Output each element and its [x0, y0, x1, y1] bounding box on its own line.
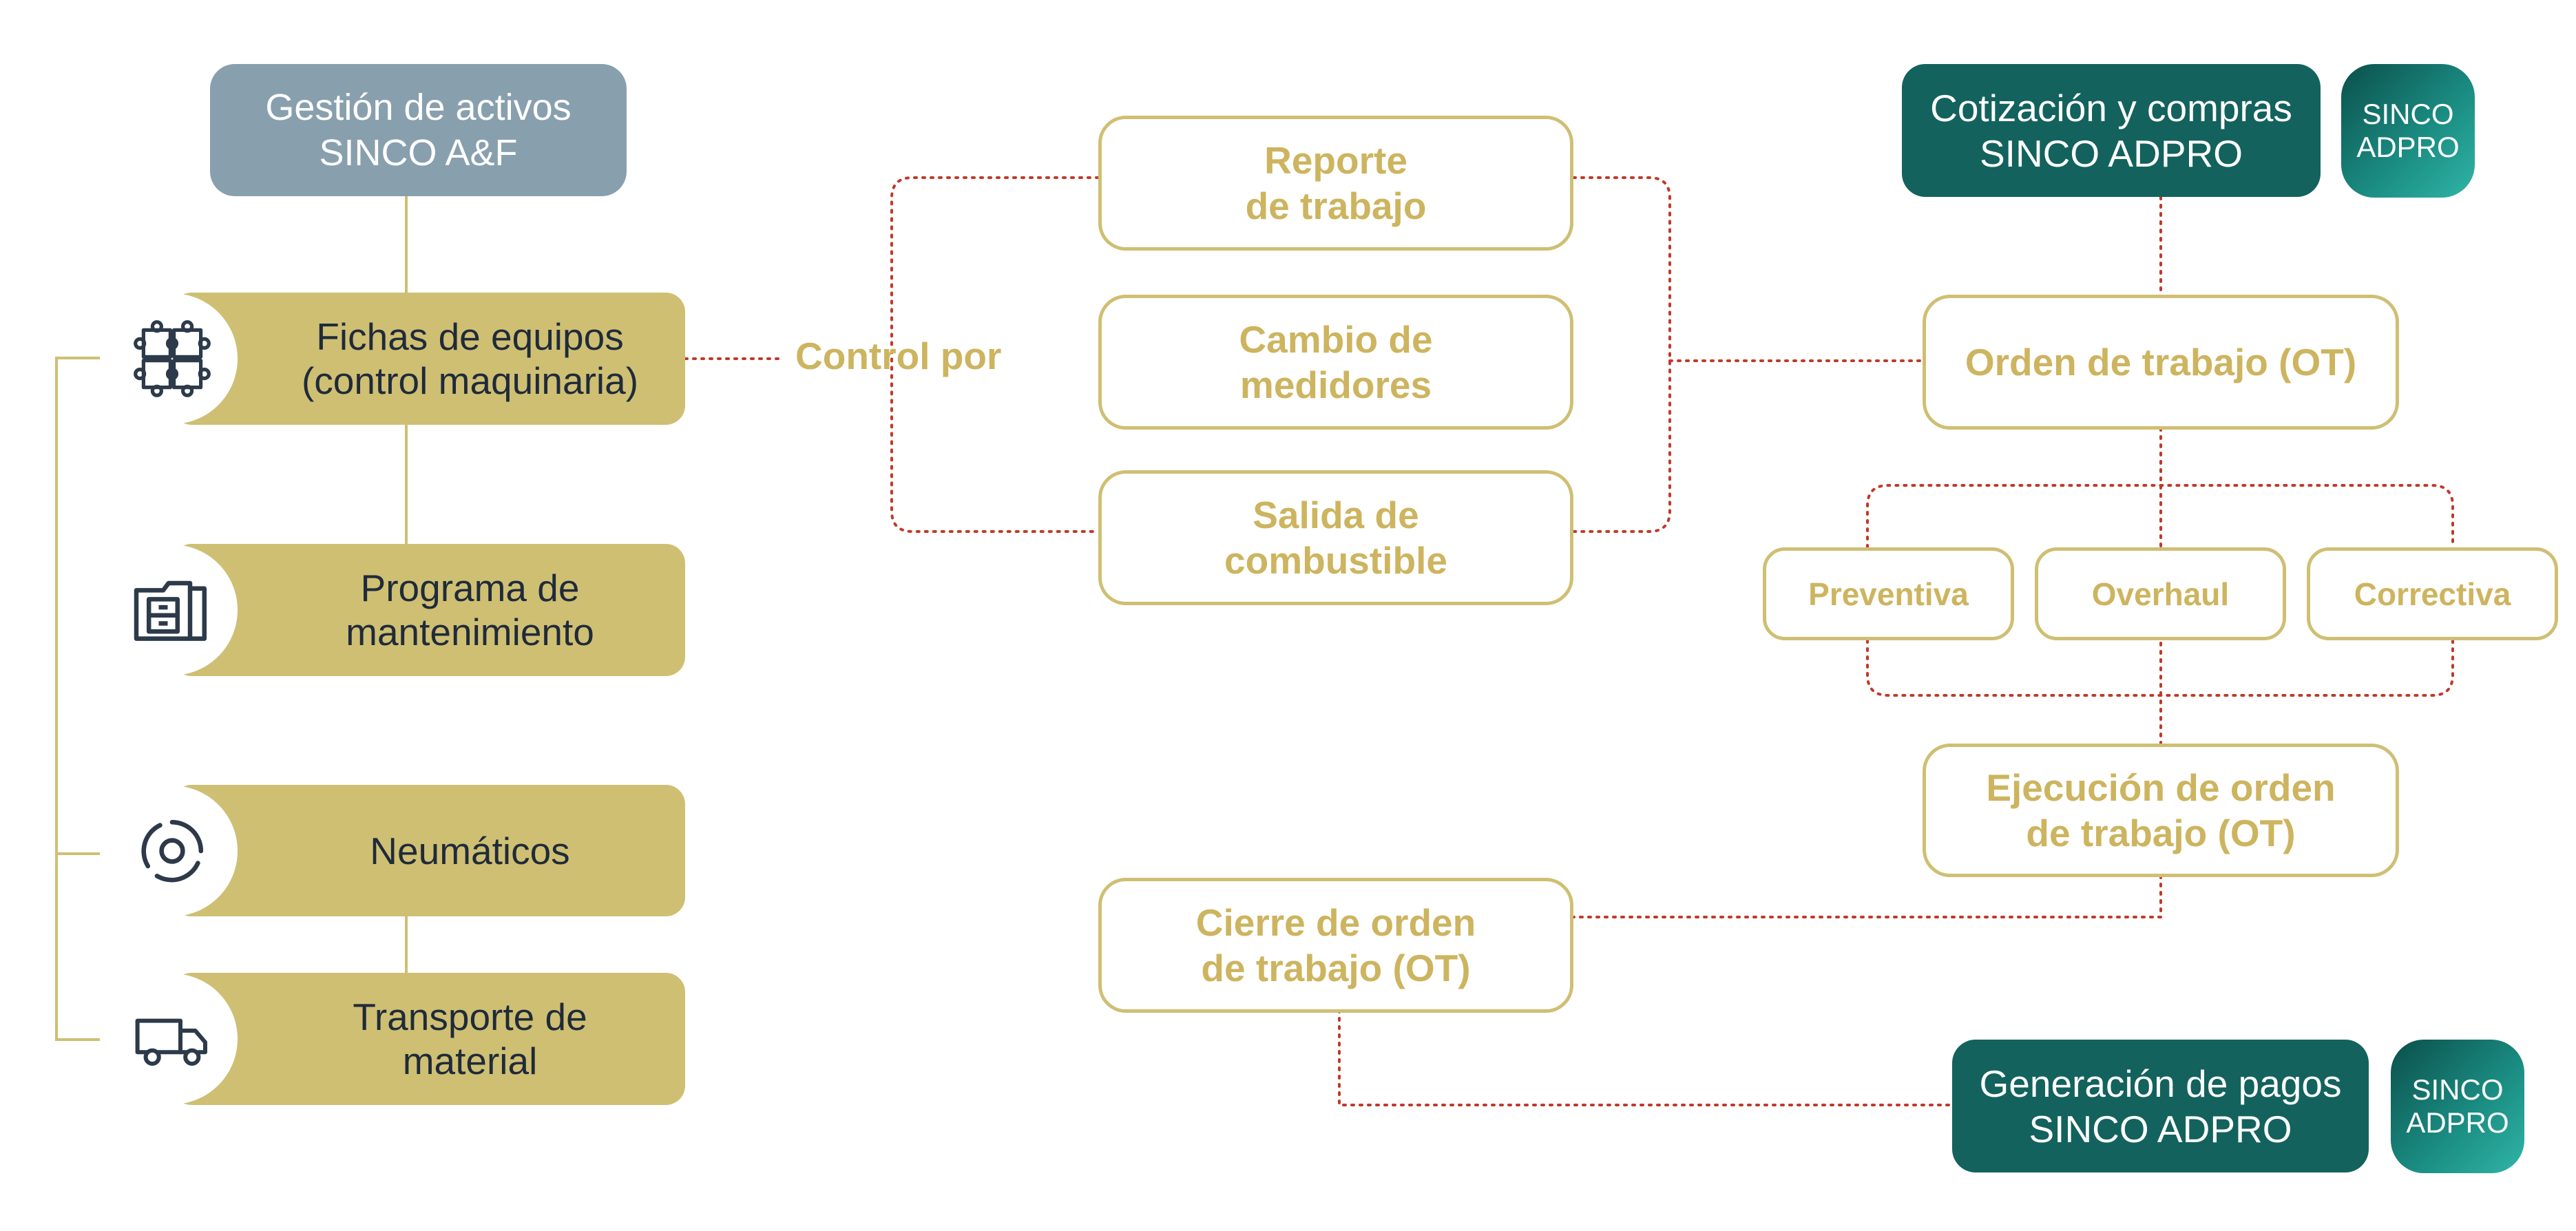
- folder-cabinet-icon: [134, 580, 207, 641]
- tire-icon: [141, 819, 204, 883]
- dotted-connectors: [684, 176, 2454, 1106]
- bracket-left-controls: [890, 176, 1100, 533]
- logo-line1: SINCO: [2362, 98, 2454, 130]
- payments-generation-box: Generación de pagos SINCO ADPRO: [1952, 1040, 2369, 1172]
- truck-icon: [135, 1018, 207, 1066]
- logo-line1: SINCO: [2411, 1073, 2504, 1106]
- quotation-purchases-box: Cotización y compras SINCO ADPRO: [1902, 64, 2321, 197]
- work-order-closure-box: Cierre de orden de trabajo (OT): [1098, 878, 1573, 1013]
- sinco-adpro-logo-bottom: SINCO ADPRO: [2391, 1040, 2524, 1173]
- work-order-box: Orden de trabajo (OT): [1923, 295, 2399, 430]
- corrective-box: Correctiva: [2307, 547, 2558, 640]
- equipment-sheets-pill: Fichas de equipos (control maquinaria): [172, 293, 685, 425]
- solid-connectors: [55, 196, 408, 1041]
- equipment-sheets-icon-wrap: [107, 293, 238, 424]
- types-top-bracket: [1866, 484, 2454, 549]
- asset-management-header: Gestión de activos SINCO A&F: [210, 64, 627, 196]
- fuel-output-box: Salida de combustible: [1098, 470, 1573, 605]
- control-por-label: Control por: [795, 335, 1002, 377]
- material-transport-icon-wrap: [107, 974, 238, 1104]
- connector-execution-to-closure: [1572, 874, 2162, 918]
- connector-closure-to-payments: [1338, 1009, 1954, 1106]
- puzzle-icon: [134, 320, 211, 397]
- maintenance-program-pill: Programa de mantenimiento: [172, 544, 685, 676]
- tires-pill: Neumáticos: [172, 785, 685, 916]
- types-bottom-bracket: [1866, 639, 2454, 697]
- work-report-box: Reporte de trabajo: [1098, 116, 1573, 251]
- sinco-adpro-logo-top: SINCO ADPRO: [2341, 64, 2475, 198]
- maintenance-program-icon-wrap: [107, 545, 238, 675]
- logo-line2: ADPRO: [2406, 1106, 2509, 1139]
- meter-change-box: Cambio de medidores: [1098, 295, 1573, 430]
- logo-line2: ADPRO: [2356, 131, 2460, 163]
- tires-icon-wrap: [107, 786, 238, 916]
- left-bracket: [55, 357, 100, 1041]
- work-order-execution-box: Ejecución de orden de trabajo (OT): [1923, 744, 2399, 877]
- material-transport-pill: Transporte de material: [172, 973, 685, 1105]
- preventive-box: Preventiva: [1763, 547, 2014, 640]
- bracket-right-controls: [1572, 176, 1671, 533]
- overhaul-box: Overhaul: [2035, 547, 2286, 640]
